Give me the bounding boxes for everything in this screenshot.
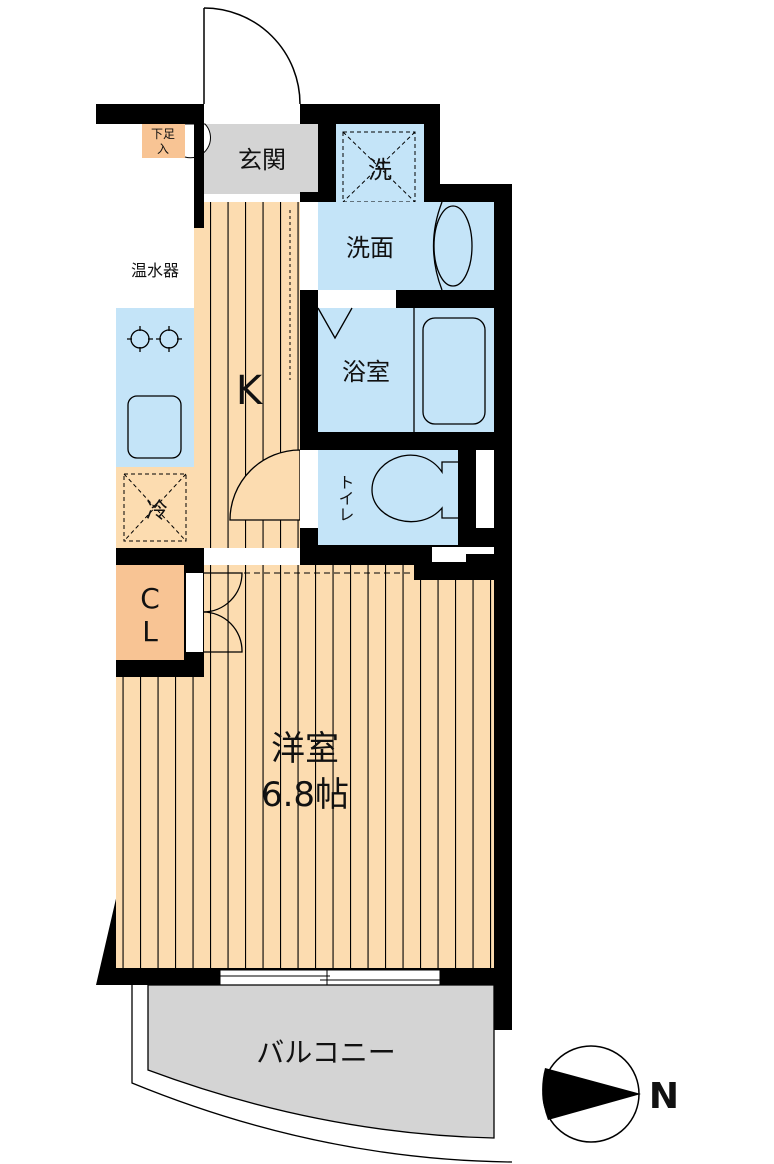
closet-label-c: C: [140, 582, 160, 615]
washer-label: 洗: [368, 156, 392, 184]
front-door: [203, 7, 301, 105]
entrance-area: [204, 124, 318, 194]
fridge-space: [116, 467, 194, 548]
room-door-opening: [204, 548, 300, 565]
kitchen-label: K: [236, 368, 264, 414]
balcony: [131, 984, 513, 1163]
balcony-window: [219, 969, 441, 986]
toilet-room: [318, 450, 458, 545]
toilet-label: トイレ: [336, 474, 355, 522]
shoe-storage-label-2: 入: [157, 142, 169, 156]
shoe-storage: [142, 124, 185, 158]
washroom: [318, 202, 494, 290]
north-compass-icon: [542, 1045, 641, 1143]
stove-burner-icon: [127, 326, 182, 352]
sink-icon: [127, 395, 182, 459]
bathtub-icon: [422, 317, 486, 425]
bathroom: [318, 308, 494, 432]
compass-north-label: N: [649, 1076, 679, 1117]
western-room-size: 6.8帖: [261, 775, 349, 815]
washer-space: [336, 124, 424, 203]
shoe-storage-label: 下足: [151, 127, 175, 141]
closet-label-l: L: [142, 615, 158, 648]
kitchen-door: [229, 449, 301, 521]
water-heater-label: 温水器: [131, 261, 179, 280]
toilet-icon: [371, 454, 458, 523]
western-room-label: 洋室: [271, 729, 339, 769]
step-line: [212, 194, 300, 202]
bathroom-label: 浴室: [342, 358, 390, 386]
closet: [116, 565, 184, 660]
water-heater-area: [116, 229, 194, 308]
fridge-label: 冷: [146, 499, 168, 524]
entrance-label: 玄関: [238, 146, 286, 174]
closet-doors: [202, 572, 243, 653]
balcony-label: バルコニー: [256, 1036, 395, 1069]
washroom-label: 洗面: [346, 234, 394, 262]
utility-shelf: [116, 177, 194, 210]
washbasin-icon: [432, 201, 473, 291]
